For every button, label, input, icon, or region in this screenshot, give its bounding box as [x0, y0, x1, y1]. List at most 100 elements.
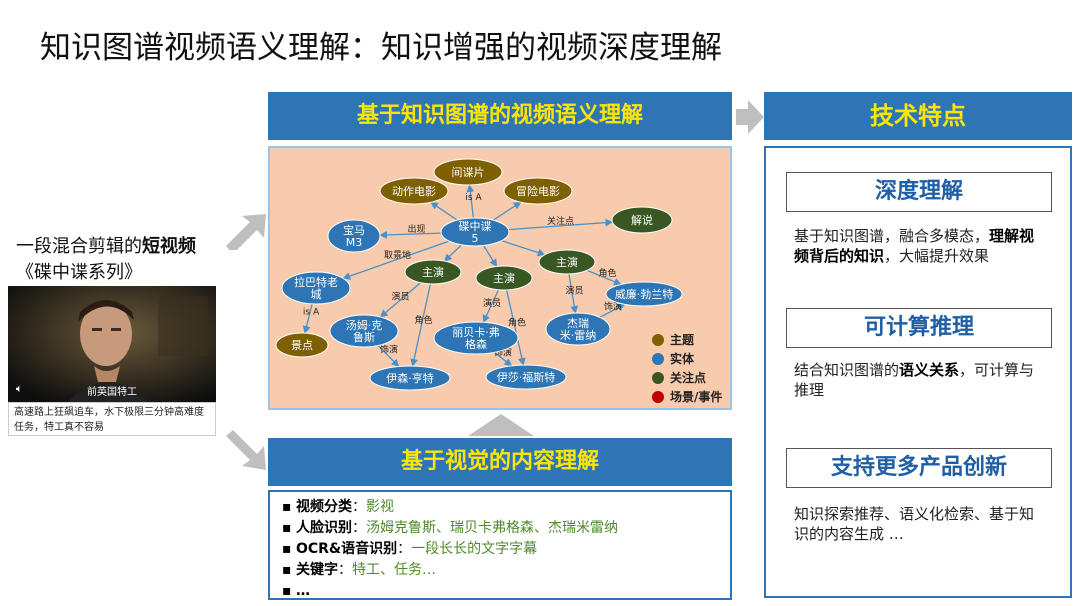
graph-edge-label: 饰演 [380, 344, 398, 356]
caption-series: 《碟中谍系列》 [16, 262, 142, 283]
graph-node-ilsa[interactable]: 伊莎·福斯特 [485, 364, 567, 390]
vision-header: 基于视觉的内容理解 [268, 438, 732, 486]
graph-edge-label: 关注点 [547, 215, 574, 227]
legend-label: 实体 [670, 351, 695, 366]
graph-node-action[interactable]: 动作电影 [379, 177, 449, 205]
video-description: 高速路上狂飙追车，水下极限三分钟高难度任务，特工真不容易 [8, 402, 216, 436]
graph-node-ethan[interactable]: 伊森·亨特 [369, 365, 451, 391]
feature-title-2: 可计算推理 [786, 308, 1052, 348]
graph-node-tom[interactable]: 汤姆·克鲁斯 [329, 314, 399, 348]
graph-edge-label: 角色 [598, 267, 616, 279]
legend-dot-icon [652, 372, 664, 384]
graph-node-rebecca[interactable]: 丽贝卡·弗格森 [433, 321, 519, 355]
graph-node-lead3[interactable]: 主演 [538, 249, 596, 275]
vision-item-value: 影视 [365, 499, 394, 515]
graph-node-label: 主演 [556, 255, 578, 269]
graph-edge [503, 277, 526, 366]
graph-edge [410, 271, 434, 367]
vision-item-key: OCR&语音识别 [295, 541, 398, 557]
page-title: 知识图谱视频语义理解：知识增强的视频深度理解 [40, 30, 722, 66]
graph-node-explain[interactable]: 解说 [611, 206, 673, 234]
graph-node-label: 伊森·亨特 [386, 371, 434, 385]
graph-edge-label: 演员 [565, 285, 583, 297]
legend-dot-icon [652, 334, 664, 346]
video-caption: 一段混合剪辑的短视频 《碟中谍系列》 [16, 234, 196, 286]
feature-title-3: 支持更多产品创新 [786, 448, 1052, 488]
graph-node-jeremy[interactable]: 杰瑞米·雷纳 [545, 312, 611, 346]
vision-item-key: … [295, 583, 310, 599]
feature-desc-2: 结合知识图谱的语义关系，可计算与推理 [794, 360, 1044, 400]
vision-item-key: 关键字 [295, 562, 338, 578]
graph-node-label: 威廉·勃兰特 [615, 287, 674, 301]
graph-node-adventure[interactable]: 冒险电影 [503, 177, 573, 205]
vision-item-sep: ： [351, 499, 366, 515]
vision-item-value: 汤姆克鲁斯、瑞贝卡弗格森、杰瑞米雷纳 [365, 520, 618, 536]
graph-node-label: 汤姆·克鲁斯 [346, 318, 383, 344]
graph-node-lead2[interactable]: 主演 [475, 265, 533, 291]
bullet-icon: ▪ [282, 520, 296, 536]
graph-node-label: 动作电影 [392, 185, 436, 198]
graph-edge-label: 饰演 [604, 301, 622, 313]
bullet-icon: ▪ [282, 562, 296, 578]
arrow-right-icon [736, 100, 764, 134]
vision-content-box: ▪ 视频分类：影视▪ 人脸识别：汤姆克鲁斯、瑞贝卡弗格森、杰瑞米雷纳▪ OCR&… [268, 490, 732, 600]
graph-edge-label: 演员 [391, 291, 409, 303]
vision-item-key: 视频分类 [295, 499, 352, 515]
vision-item-key: 人脸识别 [295, 520, 352, 536]
vision-item-sep: ： [337, 562, 352, 578]
volume-icon[interactable]: 🔈︎ [16, 382, 23, 395]
bullet-icon: ▪ [282, 499, 296, 515]
feature-desc-part: 语义关系 [899, 361, 960, 379]
graph-edge-label: is A [465, 193, 482, 203]
graph-edge-label: 取景地 [384, 249, 411, 261]
graph-node-lead1[interactable]: 主演 [404, 259, 462, 285]
bullet-icon: ▪ [282, 541, 296, 557]
vision-item: ▪ 关键字：特工、任务… [282, 560, 730, 581]
feature-desc-part: ，大幅提升效果 [884, 247, 990, 265]
video-frame-image [8, 286, 216, 402]
feature-desc-part: ，可计算与推理 [794, 361, 1035, 399]
graph-node-rabat[interactable]: 拉巴特老城 [281, 271, 351, 305]
graph-node-label: 冒险电影 [516, 184, 560, 198]
graph-node-spot[interactable]: 景点 [275, 332, 329, 358]
feature-desc-3: 知识探索推荐、语义化检索、基于知识的内容生成 … [794, 504, 1044, 544]
features-box: 深度理解 基于知识图谱，融合多模态，理解视频背后的知识，大幅提升效果 可计算推理… [764, 146, 1072, 598]
graph-edge-label: is A [303, 308, 320, 318]
graph-node-label: 伊莎·福斯特 [497, 370, 556, 384]
graph-node-label: 解说 [631, 213, 653, 227]
features-header: 技术特点 [764, 92, 1072, 140]
bullet-icon: ▪ [282, 583, 296, 599]
graph-edge-label: 角色 [508, 317, 526, 329]
vision-item-sep: ： [351, 520, 366, 536]
graph-node-william[interactable]: 威廉·勃兰特 [605, 281, 683, 307]
legend-dot-icon [652, 353, 664, 365]
vision-item-sep: ： [397, 541, 412, 557]
arrow-up-right-icon [226, 214, 266, 250]
graph-edge-label: 演员 [483, 297, 501, 309]
feature-desc-part: 结合知识图谱的 [794, 361, 900, 379]
vision-item: ▪ OCR&语音识别：一段长长的文字字幕 [282, 539, 730, 560]
caption-prefix: 一段混合剪辑的 [16, 236, 142, 257]
graph-node-label: 丽贝卡·弗格森 [452, 325, 500, 351]
feature-title-1: 深度理解 [786, 172, 1052, 212]
feature-desc-part: 知识探索推荐、语义化检索、基于知识的内容生成 … [794, 505, 1035, 543]
feature-desc-part: 基于知识图谱，融合多模态， [794, 227, 990, 245]
graph-node-label: 杰瑞米·雷纳 [560, 316, 597, 342]
vision-item: ▪ 视频分类：影视 [282, 497, 730, 518]
graph-node-label: 间谍片 [452, 166, 485, 179]
graph-edge-label: 角色 [414, 314, 432, 326]
graph-node-spy[interactable]: 间谍片 [433, 158, 503, 186]
graph-node-label: 拉巴特老城 [294, 275, 338, 301]
legend-label: 主题 [670, 332, 695, 347]
vision-list: ▪ 视频分类：影视▪ 人脸识别：汤姆克鲁斯、瑞贝卡弗格森、杰瑞米雷纳▪ OCR&… [270, 492, 730, 602]
video-thumbnail[interactable]: 🔈︎ 前英国特工 [8, 286, 216, 436]
vision-item: ▪ 人脸识别：汤姆克鲁斯、瑞贝卡弗格森、杰瑞米雷纳 [282, 518, 730, 539]
legend-dot-icon [652, 391, 664, 403]
legend-label: 关注点 [670, 370, 706, 385]
